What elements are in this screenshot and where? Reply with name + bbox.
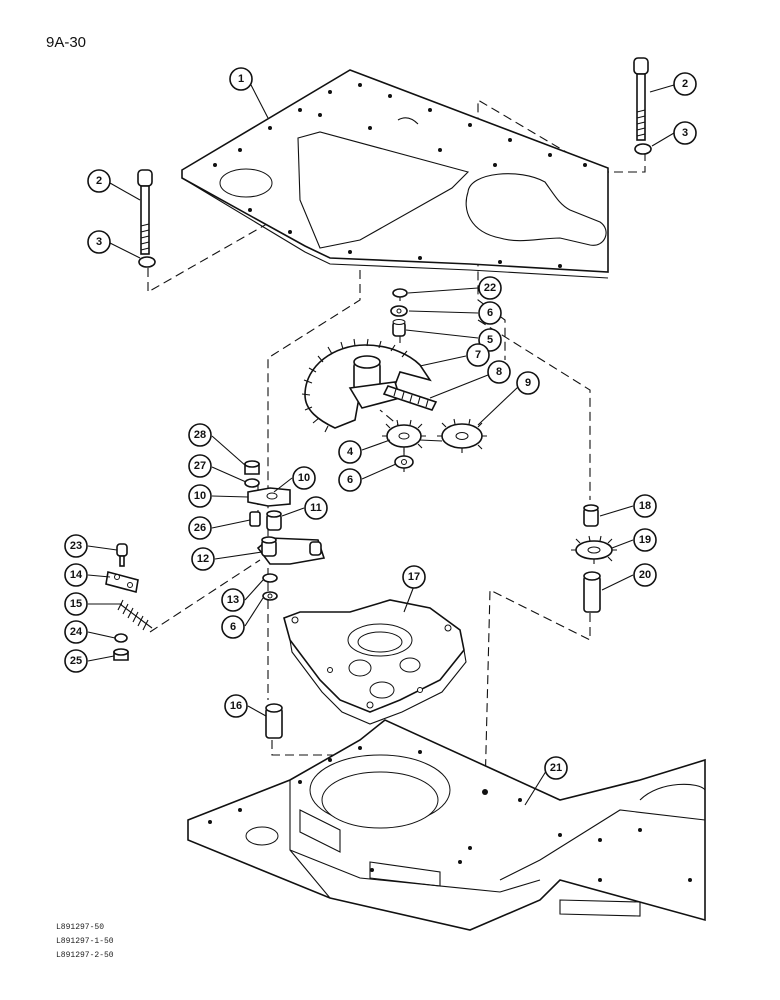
callout-15-text: 15: [70, 598, 82, 610]
plate-bolt-holes: [213, 83, 587, 268]
callout-22-text: 22: [484, 282, 496, 294]
callout-6-upper-text: 6: [487, 307, 493, 319]
bottom-frame: [187, 719, 706, 931]
callout-2-right: 2: [673, 72, 697, 96]
right-spacer-20: [583, 571, 601, 613]
callout-10-right-text: 10: [298, 472, 310, 484]
callout-6-upper: 6: [478, 301, 502, 325]
idler-sprocket-9: [437, 418, 487, 453]
drawing-reference-numbers: L891297-50 L891297-1-50 L891297-2-50: [56, 921, 114, 963]
large-sprocket: [301, 338, 432, 433]
callout-19-text: 19: [639, 534, 651, 546]
callout-16: 16: [224, 694, 248, 718]
callout-2-right-text: 2: [682, 78, 688, 90]
callout-18-text: 18: [639, 500, 651, 512]
drawing-ref-2: L891297-1-50: [56, 937, 114, 946]
callout-6-lower: 6: [221, 615, 245, 639]
callout-3-right: 3: [673, 121, 697, 145]
callout-27-text: 27: [194, 460, 206, 472]
callout-3-left-text: 3: [96, 236, 102, 248]
washer-right: [634, 143, 652, 155]
callout-21: 21: [544, 756, 568, 780]
callout-16-text: 16: [230, 700, 242, 712]
callout-10-left: 10: [188, 484, 212, 508]
callout-9-text: 9: [525, 377, 531, 389]
right-spacer-18: [583, 504, 599, 527]
callout-12-text: 12: [197, 553, 209, 565]
assembly-guide-lines: [147, 99, 646, 870]
right-sprocket-19: [571, 535, 617, 564]
callout-23: 23: [64, 534, 88, 558]
callout-4: 4: [338, 440, 362, 464]
bolt-left: [137, 169, 156, 268]
callout-14: 14: [64, 563, 88, 587]
callout-7: 7: [466, 343, 490, 367]
callout-26-text: 26: [194, 522, 206, 534]
drawing-ref-3: L891297-2-50: [56, 951, 114, 960]
bolt-right: [633, 57, 652, 155]
callout-2-left-text: 2: [96, 175, 102, 187]
callout-25-text: 25: [70, 655, 82, 667]
callout-20: 20: [633, 563, 657, 587]
callout-leaders: [87, 82, 675, 806]
drawing-ref-1: L891297-50: [56, 923, 105, 932]
callout-8-text: 8: [496, 366, 502, 378]
callout-19: 19: [633, 528, 657, 552]
bearing-housing: [283, 599, 467, 725]
upper-bushing-stack: [390, 288, 408, 337]
idler-sprocket-4: [382, 419, 426, 452]
callout-24: 24: [64, 620, 88, 644]
callout-6-lower-text: 6: [230, 621, 236, 633]
washer-13: [262, 573, 278, 583]
callouts: 1 2 3 2 3 22 6 5 7 8 9 4 6 28 27 10 10 1…: [64, 67, 697, 780]
drive-chain: [382, 385, 438, 411]
callout-5-text: 5: [487, 334, 493, 346]
callout-22: 22: [478, 276, 502, 300]
page-label: 9A-30: [46, 34, 87, 51]
callout-2-left: 2: [87, 169, 111, 193]
callout-4-text: 4: [347, 446, 354, 458]
callout-7-text: 7: [475, 349, 481, 361]
callout-27: 27: [188, 454, 212, 478]
callout-13: 13: [221, 588, 245, 612]
callout-11: 11: [304, 496, 328, 520]
callout-13-text: 13: [227, 594, 239, 606]
callout-24-text: 24: [70, 626, 83, 638]
callout-26: 26: [188, 516, 212, 540]
lower-bushing: [265, 703, 283, 739]
callout-14-text: 14: [70, 569, 83, 581]
callout-20-text: 20: [639, 569, 651, 581]
callout-21-text: 21: [550, 762, 562, 774]
callout-17-text: 17: [408, 571, 420, 583]
frame-bolt-holes: [208, 746, 692, 882]
callout-28-text: 28: [194, 429, 206, 441]
callout-9: 9: [516, 371, 540, 395]
callout-11-text: 11: [310, 502, 322, 514]
callout-23-text: 23: [70, 540, 82, 552]
washer-left: [138, 256, 156, 268]
callout-28: 28: [188, 423, 212, 447]
callout-8: 8: [487, 360, 511, 384]
tensioner-assembly: [244, 460, 326, 565]
callout-25: 25: [64, 649, 88, 673]
callout-17: 17: [402, 565, 426, 589]
callout-15: 15: [64, 592, 88, 616]
callout-3-left: 3: [87, 230, 111, 254]
callout-6-mid: 6: [338, 468, 362, 492]
top-mounting-plate: [181, 69, 609, 279]
spring-assembly: [105, 543, 153, 661]
callout-18: 18: [633, 494, 657, 518]
callout-12: 12: [191, 547, 215, 571]
callout-10-right: 10: [292, 466, 316, 490]
callout-1: 1: [229, 67, 253, 91]
callout-3-right-text: 3: [682, 127, 688, 139]
callout-1-text: 1: [238, 73, 244, 85]
callout-6-mid-text: 6: [347, 474, 353, 486]
callout-10-left-text: 10: [194, 490, 206, 502]
